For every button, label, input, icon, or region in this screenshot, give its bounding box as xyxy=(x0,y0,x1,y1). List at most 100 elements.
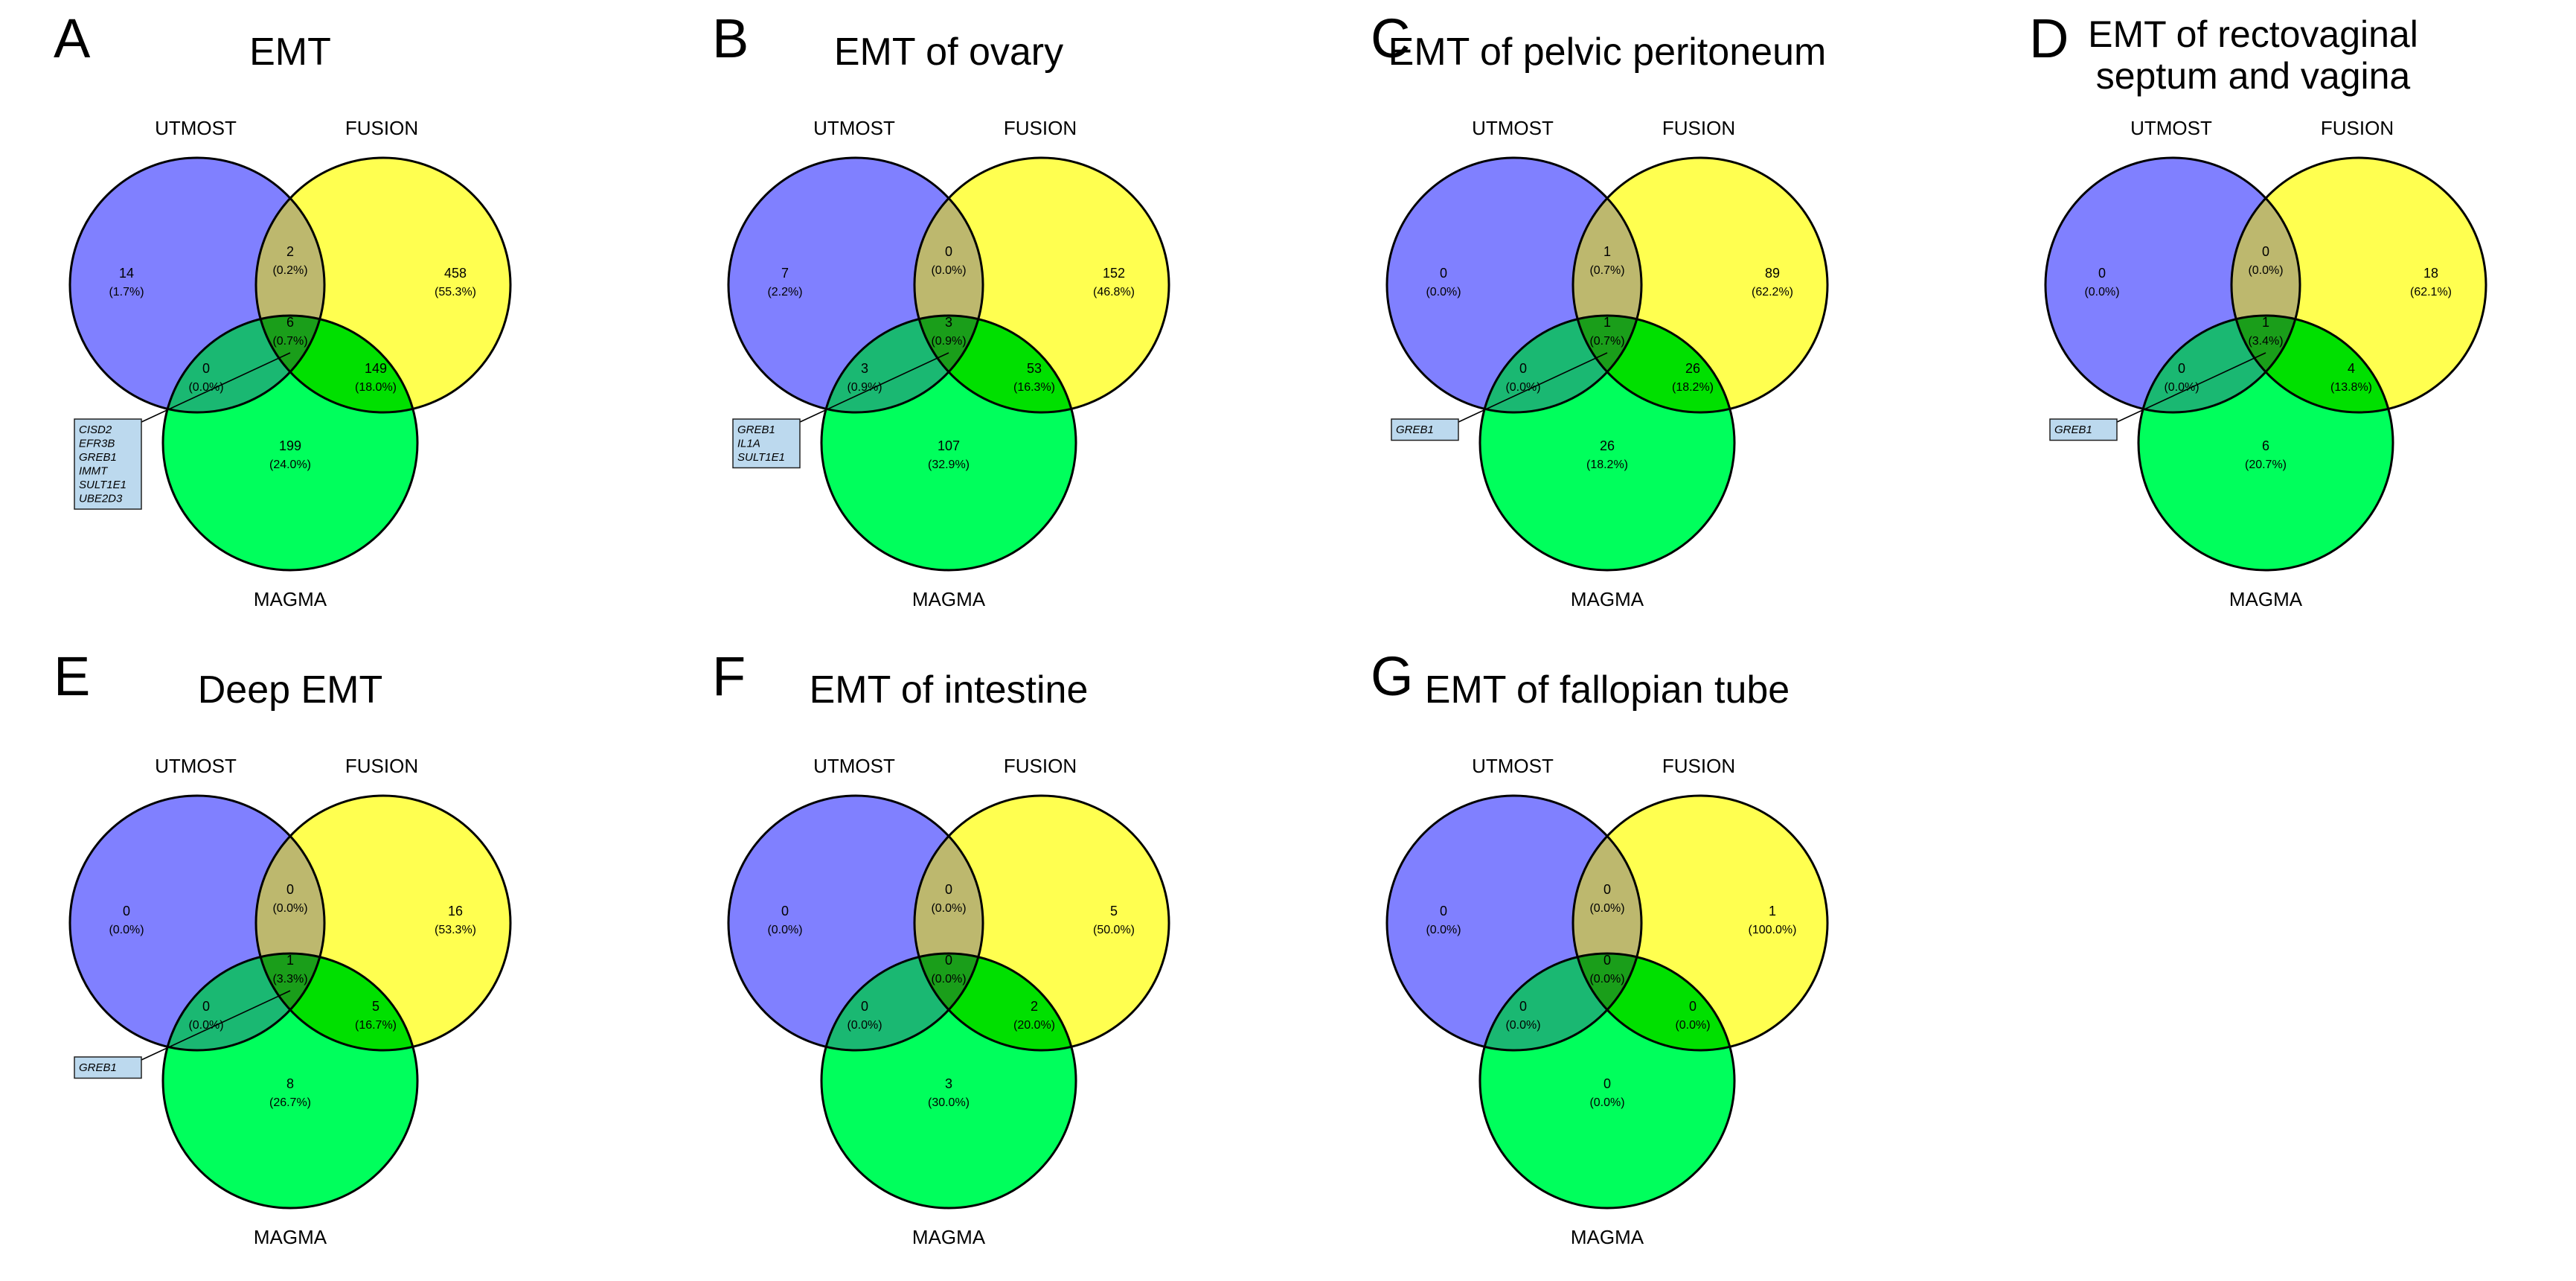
magma-outline xyxy=(1478,952,1736,1210)
gene-callout: GREB1 xyxy=(1391,352,1608,441)
region-percent-ab: (0.2%) xyxy=(272,264,307,277)
region-percent-ac: (0.0%) xyxy=(1505,1019,1540,1032)
set-label-fusion: FUSION xyxy=(1662,117,1735,139)
panel-title: Deep EMT xyxy=(198,668,383,712)
set-label-magma: MAGMA xyxy=(1571,588,1644,610)
utmost-magma-overlap xyxy=(821,953,983,1050)
utmost-outline xyxy=(2044,156,2301,414)
region-count-abc: 1 xyxy=(2262,315,2269,330)
region-percent-c-only: (32.9%) xyxy=(928,459,970,471)
region-count-abc: 6 xyxy=(286,315,294,330)
region-percent-bc: (20.0%) xyxy=(1013,1019,1055,1032)
gene-label: GREB1 xyxy=(2054,424,2092,436)
region-count-b-only: 458 xyxy=(444,266,467,281)
region-percent-abc: (3.3%) xyxy=(272,973,307,985)
region-percent-ab: (0.0%) xyxy=(1589,902,1624,915)
panel-letter: E xyxy=(54,645,90,707)
set-label-utmost: UTMOST xyxy=(155,117,237,139)
region-percent-abc: (3.4%) xyxy=(2248,335,2283,348)
region-count-bc: 4 xyxy=(2348,361,2355,376)
set-label-magma: MAGMA xyxy=(254,588,327,610)
gene-label: GREB1 xyxy=(737,424,775,436)
region-percent-c-only: (26.7%) xyxy=(269,1096,311,1109)
utmost-outline xyxy=(1385,156,1643,414)
region-count-ab: 0 xyxy=(1603,882,1611,897)
region-percent-abc: (0.9%) xyxy=(931,335,966,348)
callout-leader-line xyxy=(2116,352,2266,423)
region-count-ab: 0 xyxy=(2262,244,2269,259)
gene-callout: GREB1 xyxy=(74,990,291,1079)
region-count-ab: 0 xyxy=(286,882,294,897)
gene-list-box xyxy=(2049,418,2118,441)
region-count-ac: 0 xyxy=(861,999,868,1014)
region-percent-a-only: (1.7%) xyxy=(109,286,144,298)
magma-outline xyxy=(820,952,1077,1210)
utmost-magma-overlap xyxy=(821,316,983,412)
region-percent-c-only: (24.0%) xyxy=(269,459,311,471)
panel-title: EMT of fallopian tube xyxy=(1425,668,1790,712)
set-label-magma: MAGMA xyxy=(2229,588,2303,610)
set-label-magma: MAGMA xyxy=(912,1226,986,1248)
panel-letter: A xyxy=(54,7,91,69)
region-percent-ab: (0.0%) xyxy=(931,902,966,915)
set-label-fusion: FUSION xyxy=(1662,755,1735,777)
region-count-b-only: 16 xyxy=(448,904,463,919)
gene-callout: GREB1 xyxy=(2049,352,2266,441)
utmost-magma-overlap xyxy=(163,953,324,1050)
fusion-magma-overlap xyxy=(914,316,1076,412)
region-count-a-only: 7 xyxy=(781,266,789,281)
panel-letter: B xyxy=(712,7,749,69)
set-label-magma: MAGMA xyxy=(1571,1226,1644,1248)
gene-list-box xyxy=(74,418,142,510)
utmost-outline xyxy=(1385,794,1643,1052)
panel-title: EMT xyxy=(249,31,331,74)
region-count-b-only: 1 xyxy=(1769,904,1776,919)
panel-letter: D xyxy=(2029,7,2069,69)
region-count-b-only: 18 xyxy=(2423,266,2438,281)
region-percent-abc: (0.7%) xyxy=(1589,335,1624,348)
utmost-outline xyxy=(68,156,326,414)
region-count-abc: 0 xyxy=(1603,953,1611,968)
region-count-c-only: 107 xyxy=(938,438,960,453)
panel-letter: F xyxy=(712,645,746,707)
region-count-bc: 5 xyxy=(372,999,379,1014)
region-count-c-only: 3 xyxy=(945,1076,952,1091)
fusion-magma-overlap xyxy=(2231,316,2393,412)
region-count-ab: 2 xyxy=(286,244,294,259)
set-label-fusion: FUSION xyxy=(345,755,418,777)
gene-label: GREB1 xyxy=(79,1061,117,1074)
region-percent-bc: (0.0%) xyxy=(1675,1019,1710,1032)
panel-title: septum and vagina xyxy=(2096,55,2411,97)
region-count-a-only: 0 xyxy=(1440,266,1447,281)
utmost-magma-overlap xyxy=(1480,953,1641,1050)
set-label-utmost: UTMOST xyxy=(813,117,895,139)
region-count-bc: 0 xyxy=(1689,999,1696,1014)
region-count-a-only: 0 xyxy=(2098,266,2106,281)
callout-leader-line xyxy=(141,990,291,1061)
set-label-fusion: FUSION xyxy=(345,117,418,139)
panel-letter: G xyxy=(1371,645,1414,707)
panel-title: EMT of intestine xyxy=(810,668,1089,712)
magma-outline xyxy=(1478,314,1736,572)
callout-leader-line xyxy=(1458,352,1608,423)
set-label-utmost: UTMOST xyxy=(2130,117,2212,139)
set-label-fusion: FUSION xyxy=(2321,117,2394,139)
region-percent-ac: (0.0%) xyxy=(188,381,223,394)
set-label-utmost: UTMOST xyxy=(155,755,237,777)
gene-label: GREB1 xyxy=(79,451,117,464)
set-label-utmost: UTMOST xyxy=(1472,755,1554,777)
region-percent-ab: (0.0%) xyxy=(931,264,966,277)
fusion-magma-overlap xyxy=(1573,316,1734,412)
region-count-a-only: 0 xyxy=(781,904,789,919)
region-count-bc: 26 xyxy=(1685,361,1700,376)
region-percent-c-only: (18.2%) xyxy=(1586,459,1628,471)
region-percent-ab: (0.0%) xyxy=(2248,264,2283,277)
region-count-a-only: 0 xyxy=(123,904,130,919)
gene-list-box xyxy=(1391,418,1459,441)
set-label-utmost: UTMOST xyxy=(1472,117,1554,139)
region-count-b-only: 152 xyxy=(1103,266,1125,281)
